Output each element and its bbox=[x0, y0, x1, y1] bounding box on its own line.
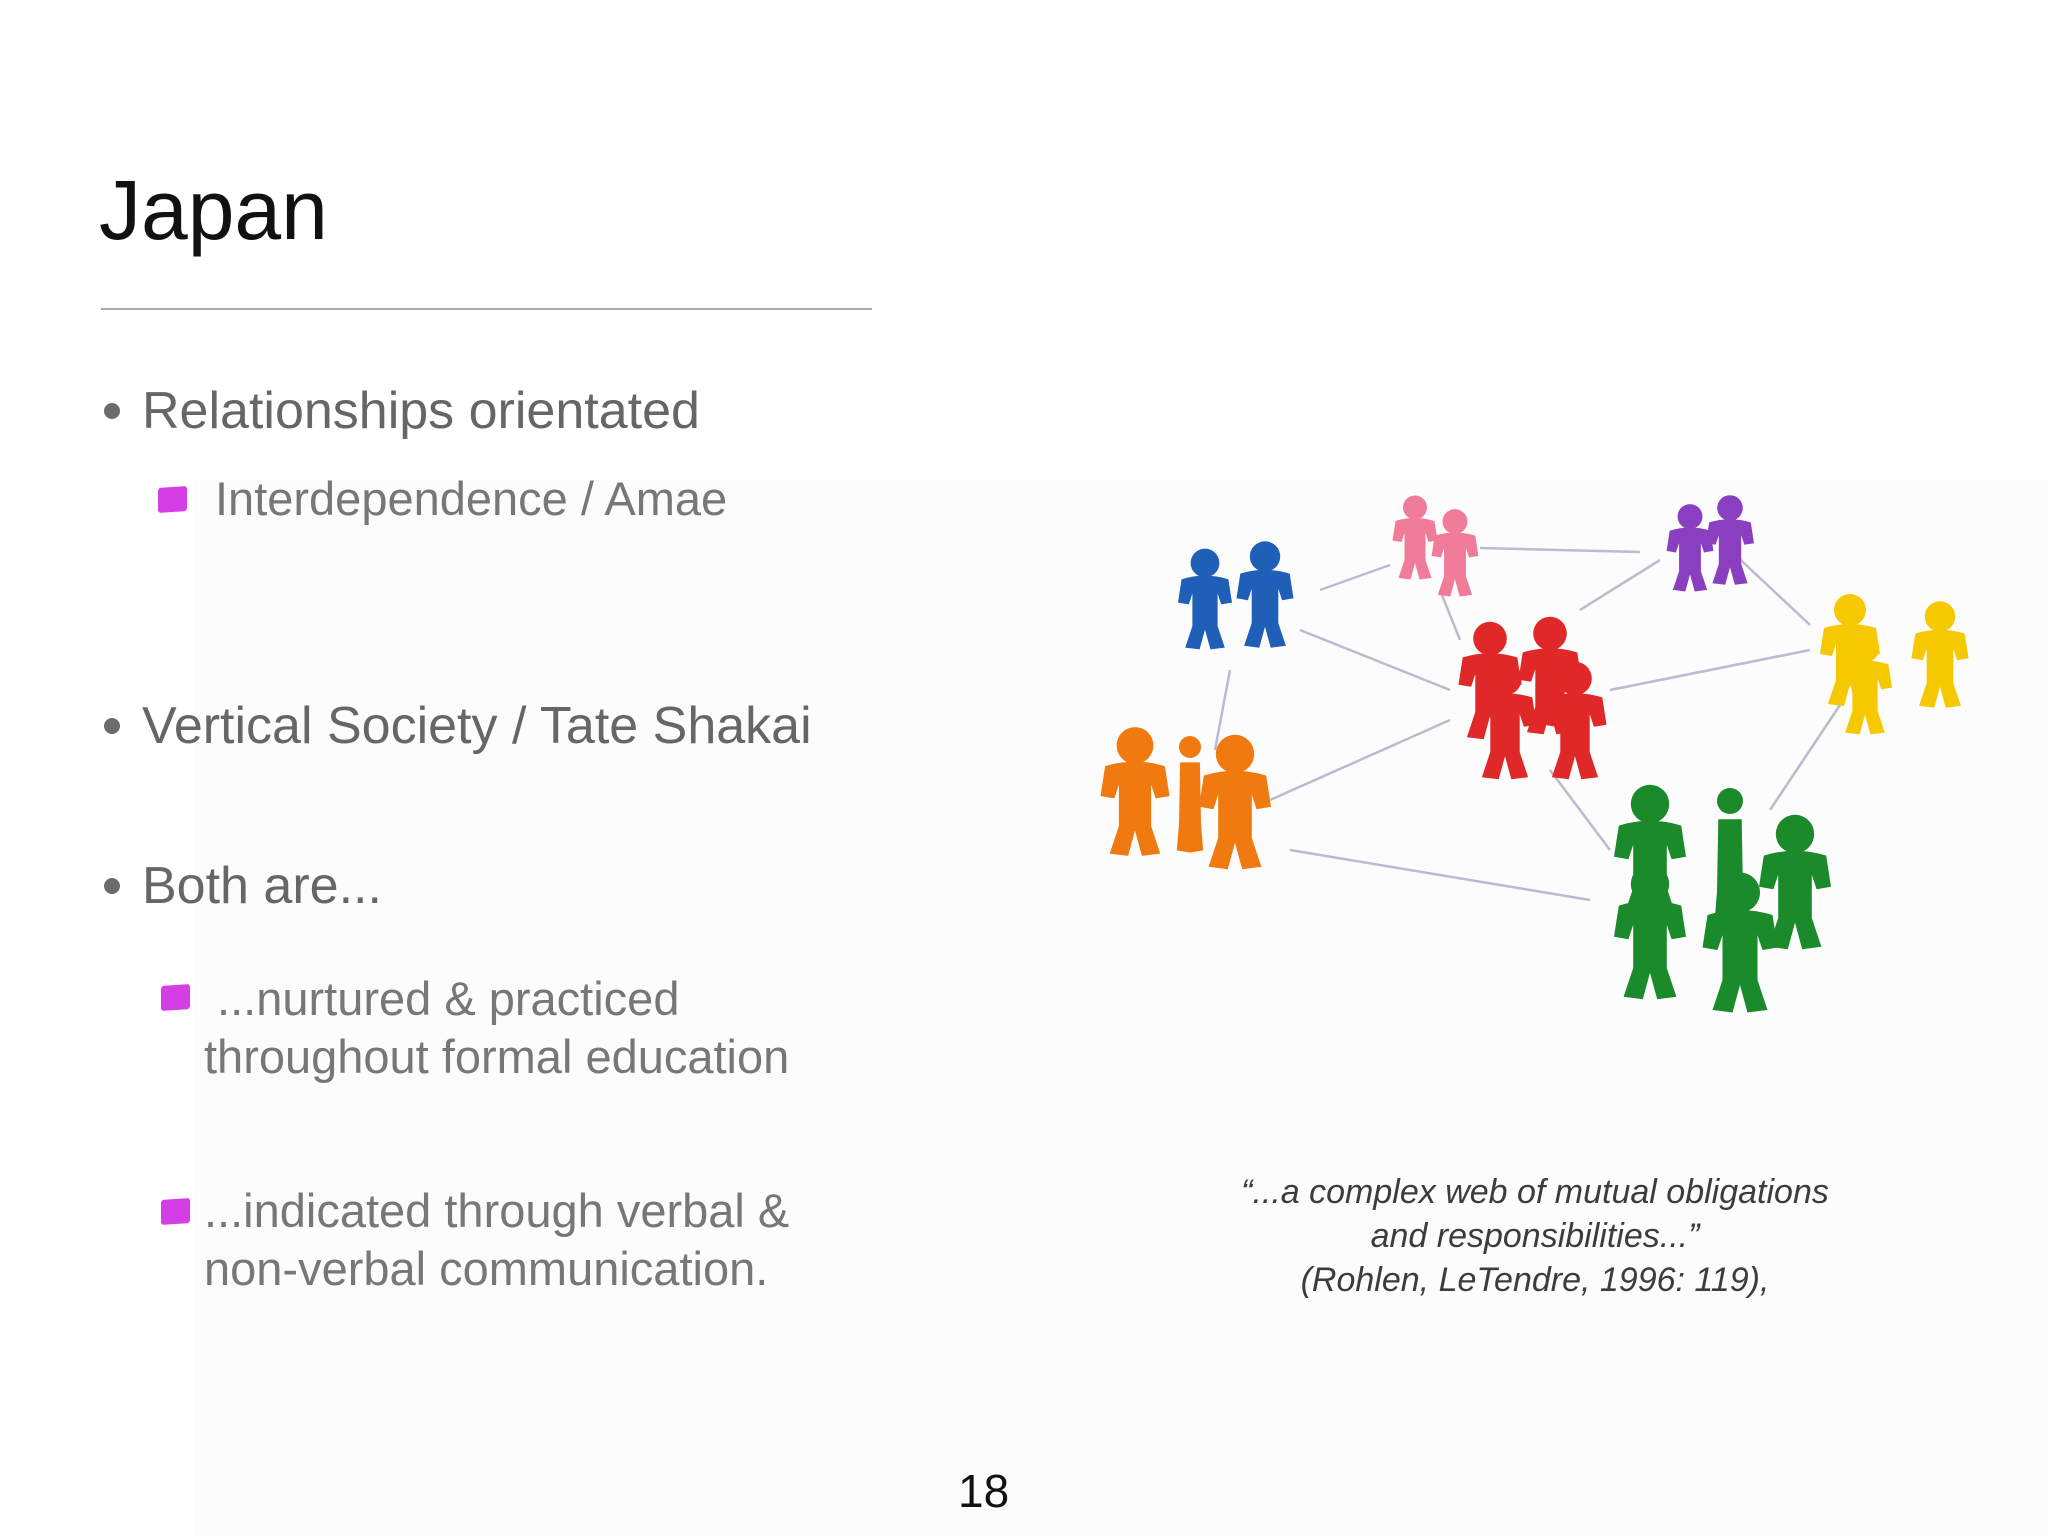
sub-bullet-interdependence: Interdependence / Amae bbox=[158, 470, 727, 528]
people-network-illustration bbox=[1100, 495, 1969, 1013]
bullet-dot-icon bbox=[104, 718, 120, 734]
quote-line: “...a complex web of mutual obligations bbox=[1241, 1173, 1829, 1211]
yellow-figures bbox=[1820, 594, 1969, 735]
blue-figures bbox=[1178, 541, 1294, 650]
green-figures bbox=[1614, 784, 1831, 1013]
bullet-text: Both are... bbox=[142, 857, 382, 915]
bullet-vertical-society: Vertical Society / Tate Shakai bbox=[104, 700, 812, 752]
sub-bullet-line: ...nurtured & practiced bbox=[204, 972, 680, 1025]
red-figures bbox=[1458, 616, 1607, 780]
bullet-both-are: Both are... bbox=[104, 860, 382, 912]
sub-bullet-line: non-verbal communication. bbox=[204, 1242, 769, 1295]
sub-bullet-line: ...indicated through verbal & bbox=[204, 1184, 790, 1237]
slide-title: Japan bbox=[99, 163, 328, 257]
bullet-dot-icon bbox=[104, 878, 120, 894]
title-divider bbox=[101, 308, 872, 310]
page-number: 18 bbox=[958, 1465, 1010, 1517]
pink-figures bbox=[1392, 495, 1479, 597]
background-panel bbox=[195, 480, 2048, 1536]
square-bullet-icon bbox=[158, 485, 187, 514]
quote-citation: (Rohlen, LeTendre, 1996: 119), bbox=[1300, 1261, 1770, 1299]
bullet-dot-icon bbox=[104, 403, 120, 419]
square-bullet-icon bbox=[161, 1197, 190, 1226]
sub-bullet-indicated: ...indicated through verbal & non-verbal… bbox=[161, 1182, 789, 1298]
network-lines bbox=[1213, 546, 1842, 902]
quote-caption: “...a complex web of mutual obligations … bbox=[1180, 1170, 1890, 1302]
sub-bullet-text: Interdependence / Amae bbox=[215, 472, 728, 525]
sub-bullet-text-block: ...indicated through verbal & non-verbal… bbox=[204, 1182, 789, 1298]
square-bullet-icon bbox=[161, 983, 190, 1012]
purple-figures bbox=[1666, 495, 1754, 592]
quote-line: and responsibilities...” bbox=[1370, 1217, 1700, 1255]
bullet-relationships: Relationships orientated bbox=[104, 385, 700, 437]
bullet-text: Relationships orientated bbox=[142, 382, 700, 440]
sub-bullet-line: throughout formal education bbox=[204, 1030, 790, 1083]
sub-bullet-text-block: ...nurtured & practiced throughout forma… bbox=[204, 970, 789, 1086]
sub-bullet-nurtured: ...nurtured & practiced throughout forma… bbox=[161, 970, 789, 1086]
orange-figures bbox=[1100, 727, 1271, 870]
bullet-text: Vertical Society / Tate Shakai bbox=[142, 697, 812, 755]
